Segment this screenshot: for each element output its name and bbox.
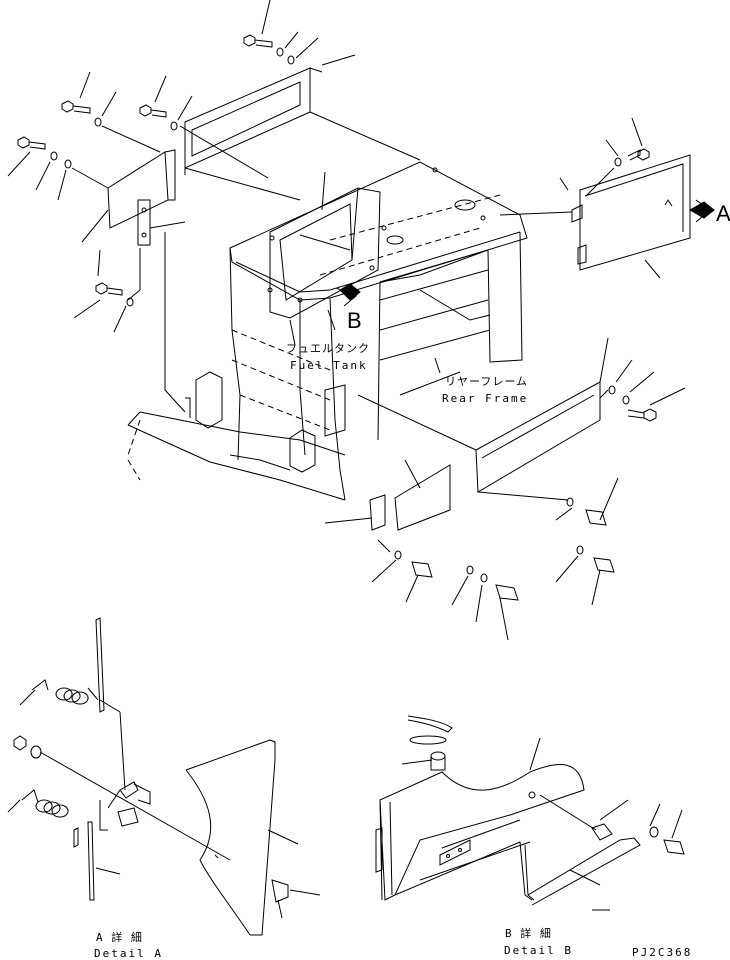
view-a-marker: A — [716, 201, 730, 226]
lower-right-cover — [358, 338, 608, 500]
fuel-tank-label-jp: フュエルタンク — [286, 342, 370, 355]
detail-a-title-jp: A 詳 細 — [96, 931, 143, 944]
detail-b-view — [376, 716, 684, 910]
drawing-number: PJ2C368 — [632, 946, 693, 959]
detail-b-title-jp: B 詳 細 — [505, 927, 552, 940]
rear-frame-label-jp: リヤーフレーム — [445, 375, 529, 388]
detail-a-title-en: Detail A — [94, 947, 163, 960]
inspection-cover-b — [268, 172, 403, 318]
rear-frame-body — [128, 162, 527, 500]
rear-frame-label-en: Rear Frame — [442, 392, 529, 405]
detail-a-view — [8, 618, 320, 935]
view-arrows — [290, 200, 714, 373]
left-brackets — [82, 150, 190, 418]
top-cover-plate — [185, 55, 420, 200]
detail-b-title-en: Detail B — [504, 944, 573, 957]
view-b-marker: B — [347, 308, 362, 333]
lower-middle-cover — [325, 460, 450, 530]
bolt-group — [8, 0, 685, 640]
fuel-tank-label-en: Fuel Tank — [290, 359, 368, 372]
side-cover-a — [500, 155, 690, 278]
